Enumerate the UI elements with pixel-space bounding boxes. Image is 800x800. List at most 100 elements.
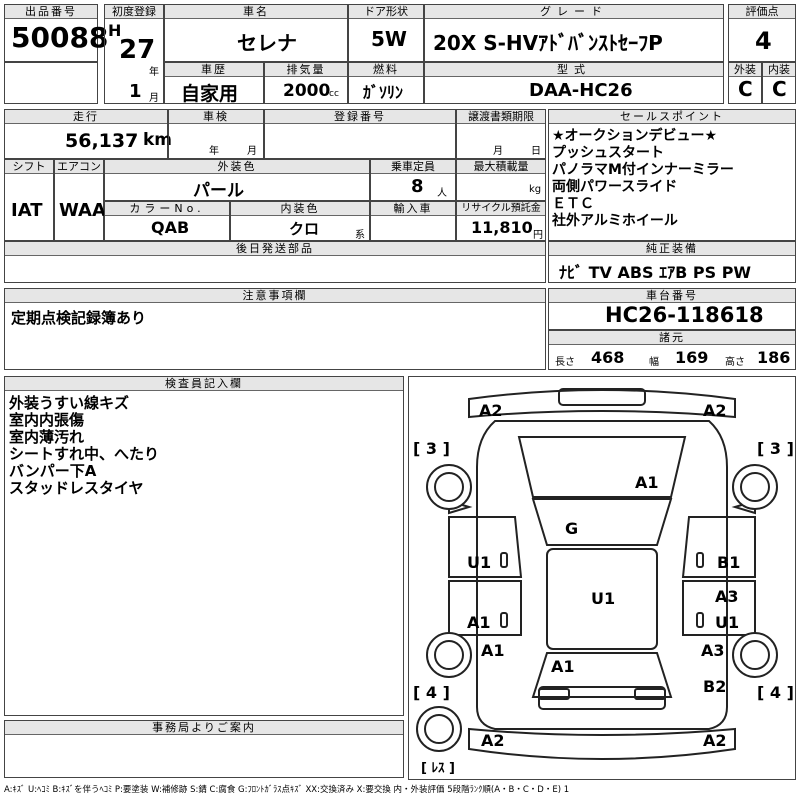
chassis-label: 車台番号: [549, 289, 795, 303]
seats-unit: 人: [437, 188, 447, 199]
height: 186: [757, 348, 791, 367]
ac: WAA: [59, 200, 106, 221]
damage-mark: A2: [703, 401, 727, 420]
damage-mark: U1: [715, 613, 740, 632]
load-unit: kg: [529, 184, 542, 195]
sales-points-label: セールスポイント: [549, 110, 795, 124]
sales-point-item: ＥＴＣ: [552, 196, 594, 212]
shift-label: シフト: [5, 160, 53, 174]
mileage: 56,137: [65, 130, 139, 152]
int-grade: C: [772, 77, 787, 101]
year-unit: 年: [149, 67, 159, 78]
damage-mark: [ 4 ]: [757, 683, 794, 702]
later-parts-label: 後日発送部品: [5, 242, 545, 256]
inspector-line: シートすれ中、へたり: [9, 445, 160, 463]
width: 169: [675, 348, 709, 367]
sales-point-item: 社外アルミホイール: [552, 213, 678, 229]
history: 自家用: [181, 83, 239, 105]
inspector-line: スタッドレスタイヤ: [9, 479, 144, 497]
lot-blank-box: [4, 62, 98, 104]
month-unit: 月: [149, 93, 159, 104]
score-box: 評価点 4: [728, 4, 796, 62]
car-outline-diagram: [416, 388, 778, 760]
color-no: QAB: [151, 218, 190, 237]
damage-mark: [ 4 ]: [413, 683, 450, 702]
recycle-unit: 円: [533, 230, 543, 241]
lot-number-box: 出品番号 50088: [4, 4, 108, 62]
import-label: 輸入車: [371, 202, 455, 216]
fuel-label: 燃料: [349, 63, 423, 77]
inspector-line: 室内内張傷: [9, 411, 85, 429]
chassis-number: HC26-118618: [605, 303, 764, 327]
recycle: 11,810: [471, 218, 533, 237]
reg-number-label: 登録番号: [265, 110, 455, 124]
recycle-box: リサイクル預託金 11,810 円: [456, 201, 546, 241]
seats-box: 乗車定員 8 人: [370, 159, 456, 201]
color: パール: [193, 181, 244, 201]
int-grade-label: 内装: [763, 63, 795, 77]
model-label: 型式: [425, 63, 723, 77]
mileage-unit: km: [143, 130, 173, 150]
damage-mark: [ 3 ]: [413, 439, 450, 458]
transfer-day: 日: [531, 146, 541, 157]
damage-mark: A1: [551, 657, 575, 676]
reg-number-box: 登録番号: [264, 109, 456, 159]
door-box: ドア形状 5W: [348, 4, 424, 62]
equipment-box: 純正装備 ﾅﾋﾞ TV ABS ｴｱB PS PW: [548, 241, 796, 283]
load-box: 最大積載量 kg: [456, 159, 546, 201]
recycle-label: リサイクル預託金: [457, 202, 545, 216]
first-reg-month: 1: [129, 81, 142, 102]
damage-mark: A2: [703, 731, 727, 750]
damage-mark: A1: [467, 613, 491, 632]
ext-grade: C: [738, 77, 753, 101]
color-no-box: カラーNo. QAB: [104, 201, 230, 241]
chassis-box: 車台番号 HC26-118618: [548, 288, 796, 330]
history-box: 車歴 自家用: [164, 62, 264, 105]
damage-mark: A2: [481, 731, 505, 750]
damage-mark: G: [565, 519, 579, 538]
displacement-label: 排気量: [265, 63, 347, 77]
sales-point-item: プッシュスタート: [552, 145, 664, 161]
inspector-line: バンパー下A: [9, 462, 97, 480]
legend: A:ｷｽﾞ U:ﾍｺﾐ B:ｷｽﾞを伴うﾍｺﾐ P:要塗装 W:補修跡 S:錆 …: [4, 785, 570, 795]
damage-mark: A1: [481, 641, 505, 660]
mileage-box: 走行 56,137 km: [4, 109, 172, 159]
inspector-label: 検査員記入欄: [5, 377, 403, 391]
inspection-month: 月: [247, 146, 257, 157]
shift: IAT: [11, 200, 43, 221]
interior-color-label: 内装色: [231, 202, 369, 216]
notes-text: 定期点検記録簿あり: [11, 309, 147, 327]
displacement: 2000: [283, 81, 331, 101]
sales-point-item: パノラマM付インナーミラー: [552, 162, 734, 178]
car-name: セレナ: [237, 31, 297, 55]
damage-mark: [ 3 ]: [757, 439, 794, 458]
ext-grade-label: 外装: [729, 63, 761, 77]
damage-mark: A2: [479, 401, 503, 420]
inspector-box: 検査員記入欄 外装うすい線キズ 室内内張傷 室内薄汚れ シートすれ中、へたり バ…: [4, 376, 404, 716]
load-label: 最大積載量: [457, 160, 545, 174]
first-reg-box: 初度登録 H 27 年 1 月: [104, 4, 164, 104]
model-box: 型式 DAA-HC26: [424, 62, 724, 104]
interior-color-box: 内装色 クロ 系: [230, 201, 370, 241]
door-label: ドア形状: [349, 5, 423, 19]
score-label: 評価点: [729, 5, 795, 19]
damage-mark: [ ﾚｽ ]: [421, 761, 455, 776]
notes-label: 注意事項欄: [5, 289, 545, 303]
damage-mark: B1: [717, 553, 741, 572]
door-type: 5W: [371, 27, 407, 51]
damage-mark: U1: [591, 589, 616, 608]
seats-label: 乗車定員: [371, 160, 455, 174]
damage-mark: A3: [715, 587, 739, 606]
color-label: 外装色: [105, 160, 369, 174]
inspection-year: 年: [209, 146, 219, 157]
equipment-label: 純正装備: [549, 242, 795, 256]
office-notice-box: 事務局よりご案内: [4, 720, 404, 778]
score: 4: [755, 27, 772, 55]
sales-points-box: セールスポイント ★オークションデビュー★ プッシュスタート パノラマM付インナ…: [548, 109, 796, 241]
first-reg-year: 27: [119, 35, 156, 65]
fuel: ｶﾞｿﾘﾝ: [363, 83, 404, 102]
seats: 8: [411, 176, 424, 197]
inspector-line: 室内薄汚れ: [9, 428, 85, 446]
ac-box: エアコン WAA: [54, 159, 106, 241]
later-parts-box: 後日発送部品: [4, 241, 546, 283]
